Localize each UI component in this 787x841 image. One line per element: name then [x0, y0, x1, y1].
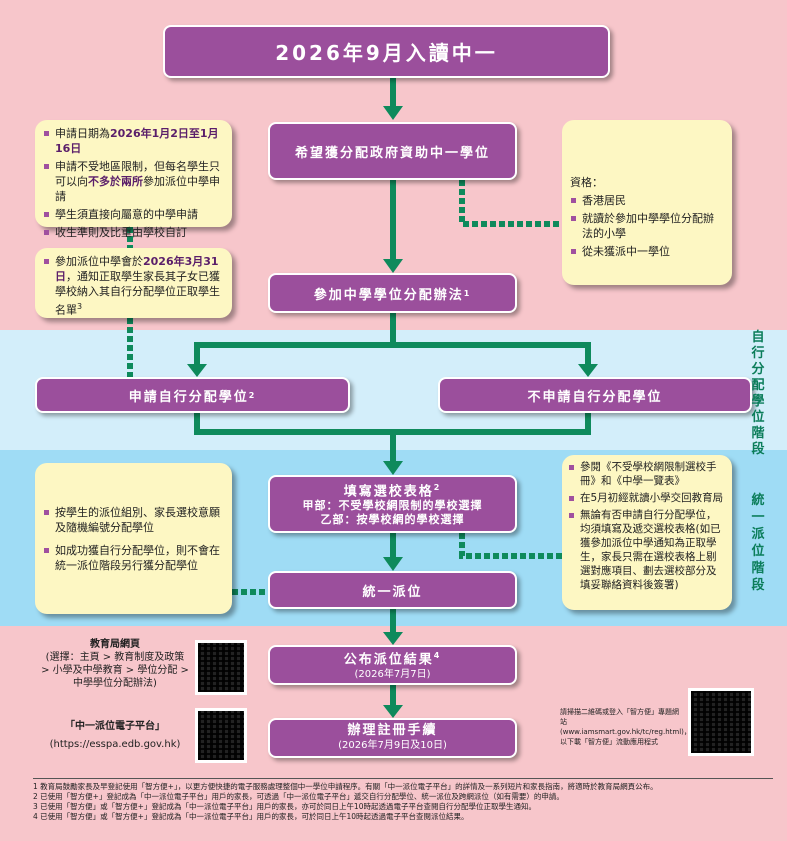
iamsmart-qr-code[interactable] — [688, 688, 754, 756]
arrow-line — [194, 413, 591, 465]
dotted-link — [459, 533, 562, 559]
footnote: 2 已使用「智方便+」登記成為「中一派位電子平台」用戶的家長，可透過「中一派位電… — [33, 792, 564, 801]
list-item: 香港居民 — [570, 193, 724, 208]
hope-label: 希望獲分配政府資助中一學位 — [294, 145, 490, 161]
arrowhead — [383, 259, 403, 273]
footnote: 3 已使用「智方便」或「智方便+」登記成為「中一派位電子平台」用戶的家長，亦可於… — [33, 802, 536, 811]
cpa-box: 統一派位 — [268, 571, 517, 609]
list-item: 申請不受地區限制，但每名學生只可以向不多於兩所參加派位中學申請 — [43, 159, 224, 204]
note-choice-form: 參閱《不受學校網限制選校手冊》和《中學一覽表》 在5月初經就讀小學交回教育局 無… — [562, 455, 732, 610]
edb-website-path: (選擇：主頁 > 教育制度及政策 > 小學及中學教育 > 學位分配 > 中學學位… — [41, 652, 189, 689]
hope-box: 希望獲分配政府資助中一學位 — [268, 122, 517, 180]
note-notification: 參加派位中學會於2026年3月31日，通知正取學生家長其子女已獲學校納入其自行分… — [35, 248, 232, 318]
register-date: (2026年7月9日及10日) — [338, 740, 447, 751]
register-label: 辦理註冊手續 — [347, 723, 438, 738]
note-application-period: 申請日期為2026年1月2日至1月16日 申請不受地區限制，但每名學生只可以向不… — [35, 120, 232, 239]
list-item: 參加派位中學會於2026年3月31日，通知正取學生家長其子女已獲學校納入其自行分… — [43, 254, 224, 318]
eligibility-heading: 資格： — [570, 176, 603, 189]
choice-form-box: 填寫選校表格2 甲部：不受學校網限制的學校選擇 乙部：按學校網的學校選擇 — [268, 475, 517, 533]
stage-label-cpa: 統一派位階段 — [751, 493, 765, 593]
no-dp-label: 不申請自行分配學位 — [527, 389, 663, 405]
arrowhead — [383, 106, 403, 120]
list-item: 收生準則及比重由學校自訂 — [43, 225, 224, 240]
list-item: 參閱《不受學校網限制選校手冊》和《中學一覽表》 — [568, 460, 726, 488]
espa-qr-code[interactable] — [195, 708, 247, 763]
list-item: 學生須直接向屬意的中學申請 — [43, 207, 224, 222]
form-title: 填寫選校表格 — [343, 484, 434, 500]
espa-title: 「中一派位電子平台」 — [65, 721, 165, 732]
result-label: 公布派位結果 — [343, 652, 434, 668]
espa-url[interactable]: (https://esspa.edb.gov.hk) — [49, 739, 181, 750]
edb-qr-code[interactable] — [195, 640, 247, 695]
list-item: 如成功獲自行分配學位，則不會在統一派位階段另行獲分配學位 — [43, 543, 224, 573]
edb-website-info: 教育局網頁 (選擇：主頁 > 教育制度及政策 > 小學及中學教育 > 學位分配 … — [40, 638, 190, 690]
no-dp-box: 不申請自行分配學位 — [438, 377, 752, 413]
register-box: 辦理註冊手續 (2026年7月9日及10日) — [268, 718, 517, 758]
arrowhead — [187, 364, 207, 377]
arrowhead — [383, 705, 403, 718]
form-part-b: 乙部：按學校網的學校選擇 — [320, 513, 465, 527]
iamsmart-info: 請掃描二維碼或登入「智方便」專題網站(www.iamsmart.gov.hk/t… — [560, 708, 691, 746]
footnote: 4 已使用「智方便」或「智方便+」登記成為「中一派位電子平台」用戶的家長，可於同… — [33, 812, 469, 821]
list-item: 按學生的派位組別、家長選校意願及隨機編號分配學位 — [43, 505, 224, 535]
arrow-line — [194, 313, 591, 368]
footnote-ref: 4 — [433, 650, 442, 660]
list-item: 就讀於參加中學學位分配辦法的小學 — [570, 211, 724, 241]
footnote-ref: 2 — [248, 390, 257, 400]
note-allocation-rules: 按學生的派位組別、家長選校意願及隨機編號分配學位 如成功獲自行分配學位，則不會在… — [35, 463, 232, 614]
arrowhead — [383, 557, 403, 571]
footnote-ref: 2 — [433, 482, 442, 492]
arrowhead — [383, 461, 403, 475]
list-item: 申請日期為2026年1月2日至1月16日 — [43, 126, 224, 156]
espa-info: 「中一派位電子平台」 (https://esspa.edb.gov.hk) — [45, 718, 185, 754]
list-item: 從未獲派中一學位 — [570, 244, 724, 259]
apply-dp-label: 申請自行分配學位 — [128, 389, 249, 405]
note-eligibility: 資格： 香港居民 就讀於參加中學學位分配辦法的小學 從未獲派中一學位 — [562, 120, 732, 285]
result-date: (2026年7月7日) — [354, 669, 431, 681]
edb-website-title: 教育局網頁 — [90, 639, 140, 650]
footnotes: 1 教育局鼓勵家長及早登記使用「智方便+」，以更方便快捷的電子服務處理整個中一學… — [33, 778, 773, 822]
cpa-label: 統一派位 — [362, 584, 423, 600]
form-part-a: 甲部：不受學校網限制的學校選擇 — [302, 499, 483, 513]
title-box: 2026年9月入讀中一 — [163, 25, 610, 78]
footnote-ref: 1 — [463, 288, 472, 298]
dotted-link — [459, 180, 562, 227]
list-item: 在5月初經就讀小學交回教育局 — [568, 491, 726, 505]
page-title: 2026年9月入讀中一 — [275, 41, 498, 65]
footnote: 1 教育局鼓勵家長及早登記使用「智方便+」，以更方便快捷的電子服務處理整個中一學… — [33, 782, 658, 791]
result-box: 公布派位結果4 (2026年7月7日) — [268, 645, 517, 685]
stage-label-dp: 自行分配學位階段 — [751, 330, 765, 457]
join-label: 參加中學學位分配辦法 — [313, 287, 464, 303]
arrowhead — [383, 632, 403, 645]
list-item: 無論有否申請自行分配學位，均須填寫及遞交選校表格(如已獲參加派位中學通知為正取學… — [568, 508, 726, 592]
arrowhead — [578, 364, 598, 377]
